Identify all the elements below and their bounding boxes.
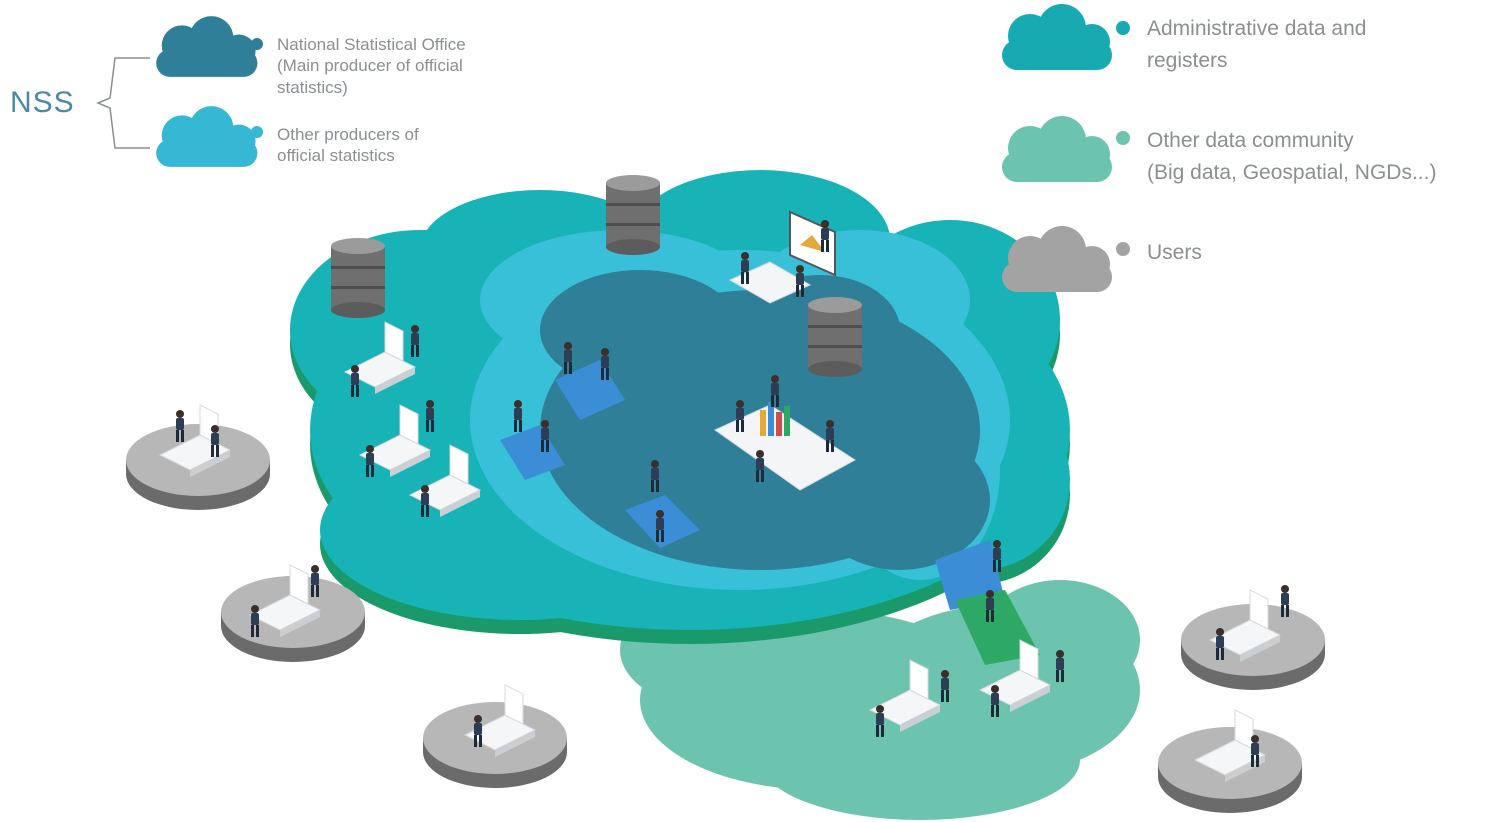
other-producers-line-2: official statistics — [277, 146, 395, 166]
admin-line-1: Administrative data and — [1147, 17, 1367, 40]
nso-line-1: National Statistical Office — [277, 35, 466, 54]
other-producers-line-1: Other producers of — [277, 125, 419, 144]
meeting-table-icon — [713, 375, 856, 491]
nso-legend-label: National Statistical Office (Main produc… — [277, 34, 466, 98]
presentation-board-icon — [728, 210, 836, 304]
community-legend-label: Other data community (Big data, Geospati… — [1147, 125, 1436, 188]
admin-line-2: registers — [1147, 48, 1228, 72]
cloud-icon — [156, 4, 1130, 292]
users-legend-label: Users — [1147, 237, 1202, 269]
nss-label: NSS — [10, 86, 75, 119]
nso-line-3: statistics) — [277, 77, 348, 97]
community-line-1: Other data community — [1147, 129, 1354, 152]
other-producers-legend-label: Other producers of official statistics — [277, 124, 419, 167]
admin-legend-label: Administrative data and registers — [1147, 13, 1366, 76]
community-line-2: (Big data, Geospatial, NGDs...) — [1147, 160, 1437, 184]
nss-bracket — [96, 57, 150, 149]
nso-line-2: (Main producer of official — [277, 56, 463, 76]
users-line-1: Users — [1147, 241, 1202, 264]
